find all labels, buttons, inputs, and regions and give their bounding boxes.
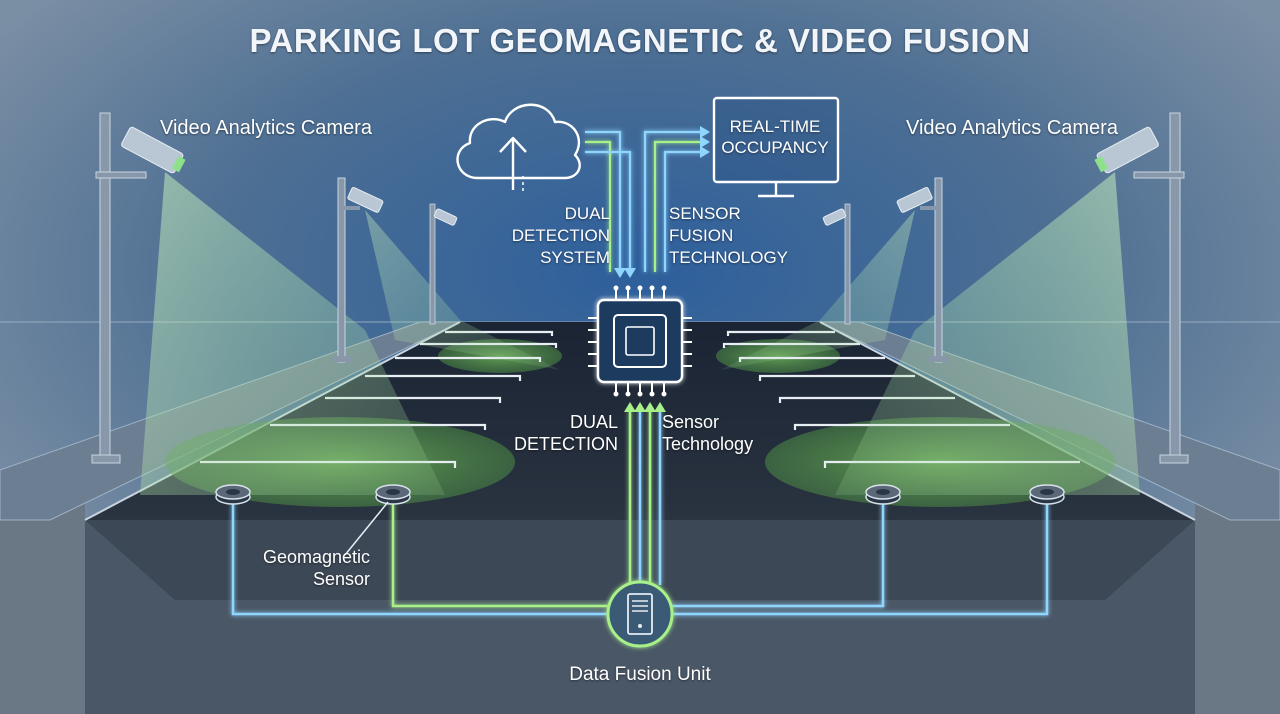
flow-arrowheads bbox=[614, 126, 710, 278]
camera-label-right: Video Analytics Camera bbox=[906, 117, 1118, 139]
sensor-callout-line bbox=[344, 501, 389, 556]
server-icon bbox=[606, 580, 674, 648]
camera-label-left: Video Analytics Camera bbox=[160, 117, 372, 139]
processor-chip-icon bbox=[588, 285, 692, 397]
monitor-icon bbox=[712, 96, 840, 198]
camera-beam bbox=[140, 172, 445, 495]
camera-icon bbox=[896, 177, 947, 363]
camera-icon bbox=[91, 112, 186, 464]
camera-icon bbox=[333, 177, 384, 363]
cloud-upload-icon bbox=[456, 103, 581, 190]
camera-beam bbox=[365, 210, 560, 370]
geomagnetic-sensor-icon bbox=[1029, 484, 1065, 505]
diagram-title: PARKING LOT GEOMAGNETIC & VIDEO FUSION bbox=[249, 22, 1031, 59]
geomagnetic-sensor-icon bbox=[215, 484, 251, 505]
sensor-wiring bbox=[231, 410, 1049, 616]
data-flow-lines bbox=[585, 130, 705, 272]
camera-beam bbox=[835, 172, 1140, 495]
geomagnetic-sensor-icon bbox=[375, 484, 411, 505]
upward-arrows bbox=[624, 402, 666, 412]
camera-icon bbox=[822, 203, 851, 325]
camera-beam bbox=[720, 210, 915, 370]
data-fusion-unit-label: Data Fusion Unit bbox=[569, 664, 711, 685]
geomagnetic-sensor-icon bbox=[865, 484, 901, 505]
camera-icon bbox=[429, 203, 458, 325]
camera-icon bbox=[1094, 112, 1189, 464]
